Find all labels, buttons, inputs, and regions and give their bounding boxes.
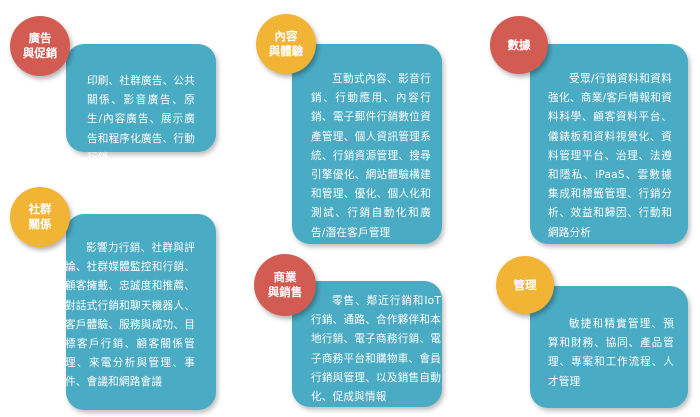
badge-content: 內容 與體驗 xyxy=(256,14,316,74)
badge-management: 管理 xyxy=(496,256,554,314)
badge-commerce: 商業 與銷售 xyxy=(254,254,316,316)
badge-social: 社群 關係 xyxy=(10,187,70,247)
card-data xyxy=(530,44,688,244)
card-management-text: 敏捷和精實管理、預算和財務、協同、產品管理、專案和工作流程、人才管理 xyxy=(548,318,674,388)
card-data-text: 受眾/行銷資料和資料強化、商業/客戶情報和資料科學、顧客資料平台、儀錶板和資料視… xyxy=(548,73,672,239)
card-content-text: 互動式內容、影音行銷、行動應用、內容行銷、電子郵件行銷數位資產管理、個人資訊管理… xyxy=(311,73,431,239)
card-commerce-text: 零售、鄰近行銷和IoT行銷、通路、合作夥伴和本地行銷、電子商務行銷、電子商務平台… xyxy=(311,295,441,404)
card-advertising-text: 印刷、社群廣告、公共關係、影音廣告、原生/內容廣告、展示廣告和程序化廣告、行動行… xyxy=(87,75,195,164)
badge-advertising: 廣告 與促銷 xyxy=(10,16,70,76)
card-content xyxy=(292,44,442,244)
badge-data: 數據 xyxy=(490,16,548,74)
card-management xyxy=(530,286,688,408)
card-commerce xyxy=(292,281,442,407)
card-social xyxy=(66,214,216,410)
card-advertising xyxy=(66,44,216,152)
card-social-text: 影響力行銷、社群與評論、社群媒體監控和行銷、顧客擁戴、忠誠度和推薦、對話式行銷和… xyxy=(65,242,195,389)
